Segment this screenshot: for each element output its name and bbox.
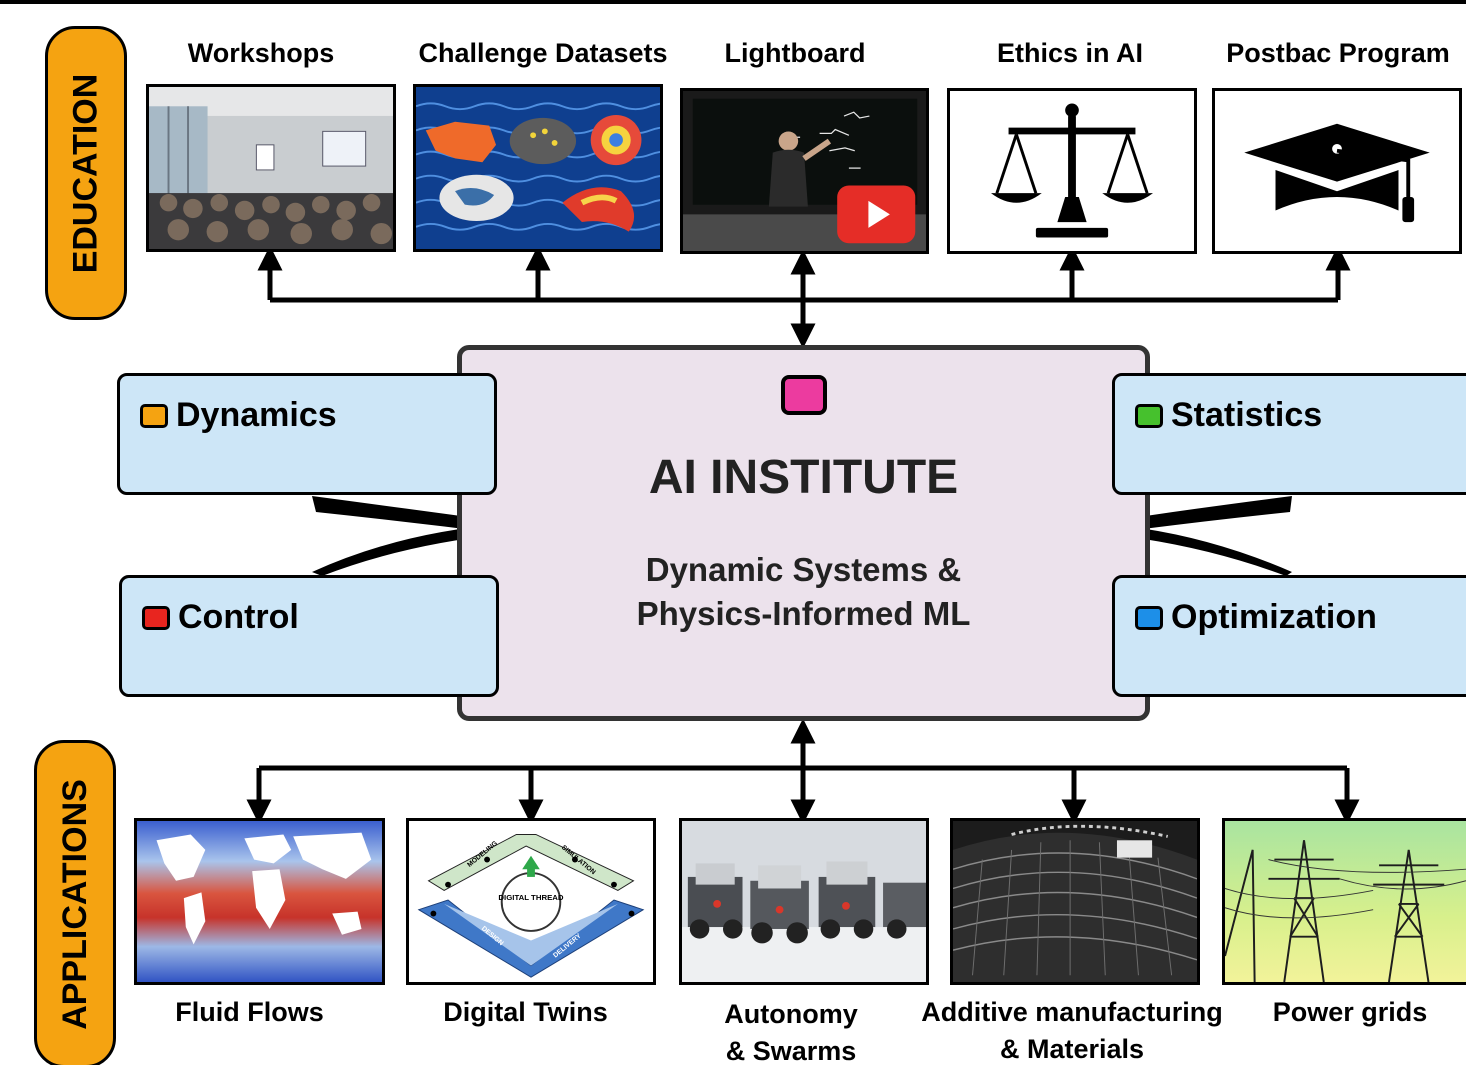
optimization-label: Optimization (1171, 598, 1377, 636)
autonomy-swarms-label-line1: Autonomy (724, 999, 858, 1029)
additive-manufacturing-image (950, 818, 1200, 985)
digital-twins-image: DIGITAL THREAD MODELING SIMULATION DESIG… (406, 818, 656, 985)
challenge-datasets-label: Challenge Datasets (418, 38, 668, 68)
workshops-photo (146, 84, 396, 252)
hub-color-chip (781, 375, 827, 415)
hub-subtitle-line1: Dynamic Systems & (645, 551, 962, 588)
applications-pillar-label: APPLICATIONS (55, 778, 94, 1030)
statistics-color-chip (1135, 404, 1163, 428)
autonomy-swarms-label: Autonomy & Swarms (690, 996, 892, 1065)
optimization-box: Optimization (1112, 575, 1466, 697)
digital-twins-label-line1: Digital Twins (443, 997, 608, 1027)
autonomy-swarms-label-line2: & Swarms (725, 1036, 857, 1065)
control-box: Control (119, 575, 499, 697)
hub-subtitle-line2: Physics-Informed ML (636, 595, 971, 632)
fluid-flows-label-line1: Fluid Flows (175, 997, 324, 1027)
hub-subtitle: Dynamic Systems & Physics-Informed ML (462, 548, 1145, 636)
lightboard-label: Lightboard (724, 38, 866, 68)
education-pillar: EDUCATION (45, 26, 127, 320)
education-pillar-label: EDUCATION (66, 73, 105, 273)
challenge-datasets-image (413, 84, 663, 252)
ethics-in-ai-label: Ethics in AI (996, 38, 1144, 68)
digital-twins-label: Digital Twins (400, 994, 651, 1031)
optimization-color-chip (1135, 606, 1163, 630)
dynamics-box: Dynamics (117, 373, 497, 495)
fluid-flows-label: Fluid Flows (134, 994, 365, 1031)
additive-manufacturing-label: Additive manufacturing & Materials (902, 994, 1242, 1065)
autonomy-swarms-image (679, 818, 929, 985)
control-color-chip (142, 606, 170, 630)
statistics-label: Statistics (1171, 396, 1323, 434)
applications-pillar: APPLICATIONS (34, 740, 116, 1065)
power-grids-image (1222, 818, 1466, 985)
graduation-cap-icon (1212, 88, 1462, 254)
dynamics-label: Dynamics (176, 396, 337, 434)
statistics-box: Statistics (1112, 373, 1466, 495)
power-grids-label: Power grids (1252, 994, 1448, 1031)
digital-thread-text: DIGITAL THREAD (498, 893, 564, 902)
fluid-flows-image (134, 818, 385, 985)
power-grids-label-line1: Power grids (1272, 997, 1428, 1027)
lightboard-video-thumbnail[interactable] (680, 88, 929, 254)
ai-institute-hub: AI INSTITUTE Dynamic Systems & Physics-I… (457, 345, 1150, 721)
scales-of-justice-icon (947, 88, 1197, 254)
additive-manufacturing-label-line1: Additive manufacturing (921, 997, 1223, 1027)
postbac-program-label: Postbac Program (1226, 38, 1450, 68)
additive-manufacturing-label-line2: & Materials (999, 1034, 1145, 1064)
workshops-label: Workshops (187, 38, 335, 68)
hub-title: AI INSTITUTE (648, 451, 959, 504)
dynamics-color-chip (140, 404, 168, 428)
control-label: Control (178, 598, 299, 636)
